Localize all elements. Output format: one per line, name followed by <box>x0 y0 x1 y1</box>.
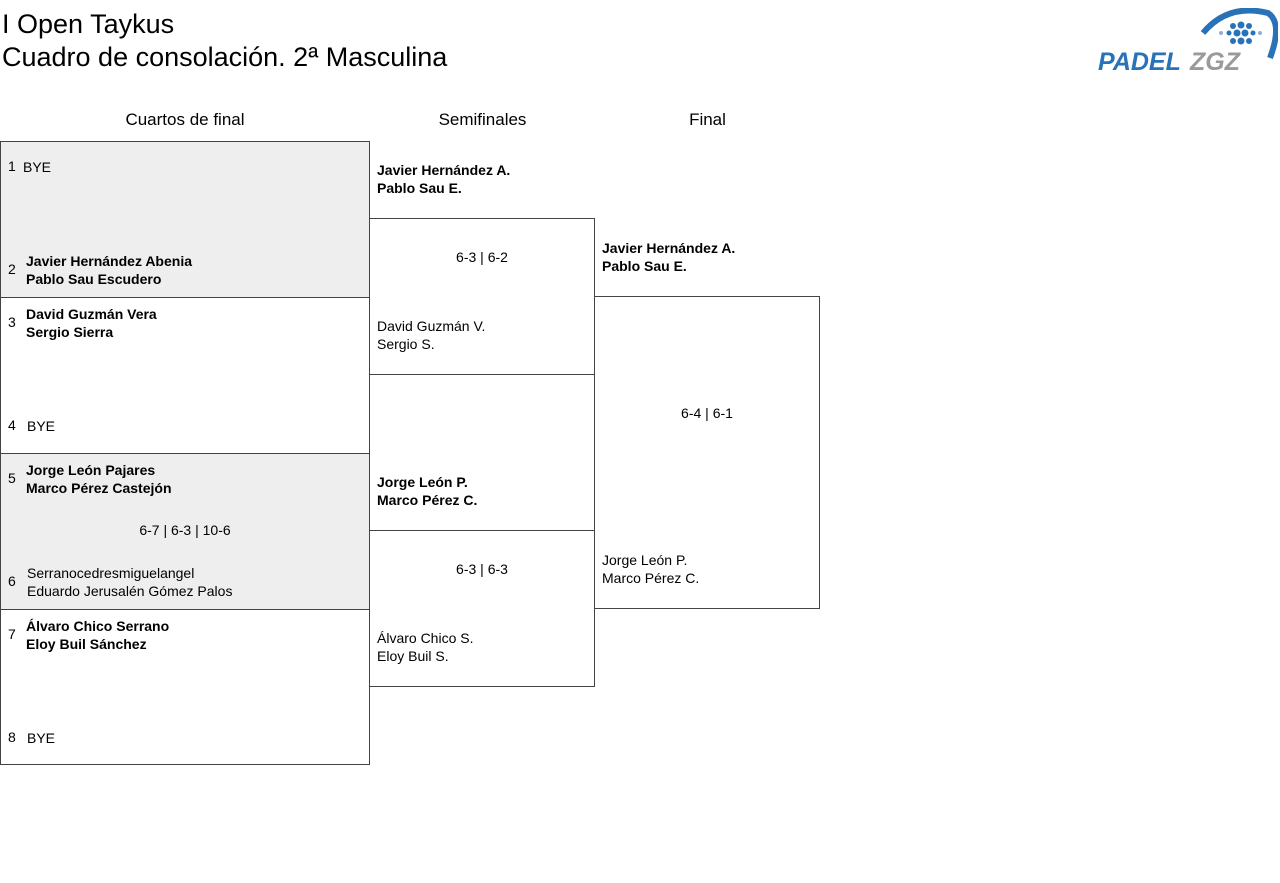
team-name: BYE <box>27 418 56 434</box>
round-header-semifinals: Semifinales <box>438 110 527 129</box>
team-player: David Guzmán Vera <box>26 306 157 322</box>
svg-text:PADEL: PADEL <box>1098 48 1181 74</box>
quarterfinal-match-4 <box>0 609 370 765</box>
match-score: 6-7 | 6-3 | 10-6 <box>139 522 231 538</box>
round-header-quarterfinals: Cuartos de final <box>125 110 245 129</box>
team-name: BYE <box>23 159 52 175</box>
seed-number: 1 <box>8 158 16 174</box>
match-score: 6-3 | 6-3 <box>456 561 508 577</box>
seed-number: 7 <box>8 626 16 642</box>
team-player: Javier Hernández Abenia <box>26 253 192 269</box>
team-player: Marco Pérez C. <box>602 570 700 586</box>
seed-number: 5 <box>8 470 16 486</box>
seed-number: 2 <box>8 261 16 277</box>
match-score: 6-4 | 6-1 <box>681 405 733 421</box>
page-subtitle: Cuadro de consolación. 2ª Masculina <box>2 42 448 72</box>
team-player: Eloy Buil Sánchez <box>26 636 147 652</box>
team-player: Eduardo Jerusalén Gómez Palos <box>27 583 233 599</box>
team-player: Marco Pérez C. <box>377 492 478 508</box>
team-player: Javier Hernández A. <box>602 240 736 256</box>
seed-number: 3 <box>8 314 16 330</box>
team-player: Jorge León P. <box>377 474 468 490</box>
seed-number: 8 <box>8 729 16 745</box>
quarterfinal-match-3 <box>0 453 370 610</box>
team-player: Marco Pérez Castejón <box>26 480 172 496</box>
svg-text:ZGZ: ZGZ <box>1189 48 1242 74</box>
team-player: Javier Hernández A. <box>377 162 511 178</box>
team-player: Pablo Sau E. <box>602 258 687 274</box>
team-player: Sergio S. <box>377 336 435 352</box>
seed-number: 6 <box>8 573 16 589</box>
team-name: BYE <box>27 730 56 746</box>
seed-number: 4 <box>8 417 16 433</box>
match-score: 6-3 | 6-2 <box>456 249 508 265</box>
team-player: Jorge León P. <box>602 552 688 568</box>
team-player: Pablo Sau E. <box>377 180 462 196</box>
team-player: Pablo Sau Escudero <box>26 271 162 287</box>
team-player: Jorge León Pajares <box>26 462 156 478</box>
team-player: Eloy Buil S. <box>377 648 449 664</box>
round-header-final: Final <box>689 110 726 129</box>
team-player: Álvaro Chico Serrano <box>26 618 170 634</box>
team-player: Álvaro Chico S. <box>377 630 474 646</box>
final-match <box>594 296 820 609</box>
padelzgz-logo: PADEL ZGZ <box>1098 7 1279 76</box>
page-title: I Open Taykus <box>2 9 175 39</box>
team-player: Sergio Sierra <box>26 324 114 340</box>
quarterfinal-match-1 <box>0 141 370 298</box>
team-player: David Guzmán V. <box>377 318 486 334</box>
team-player: Serranocedresmiguelangel <box>27 565 195 581</box>
